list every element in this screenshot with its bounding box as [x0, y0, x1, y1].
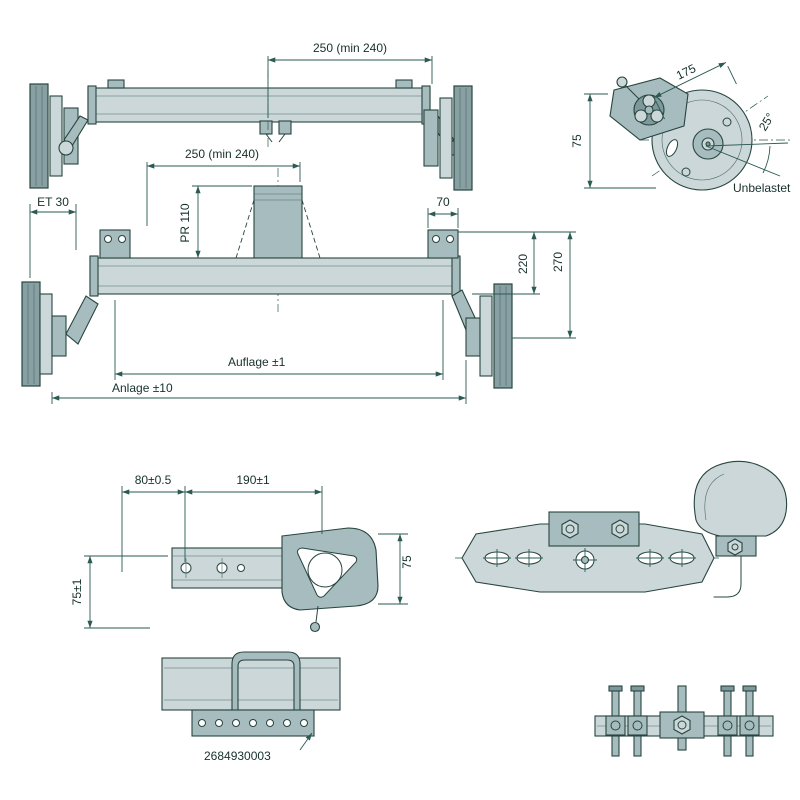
view-axle-top: 250 (min 240)	[29, 41, 473, 191]
dim-anlage: Anlage ±10	[112, 381, 173, 395]
dim-75-hub: 75	[570, 134, 584, 148]
wheel-left-front	[21, 281, 67, 387]
dimension-75-hub: 75	[570, 93, 656, 189]
hub-silhouette	[693, 460, 788, 537]
dim-270: 270	[551, 252, 565, 272]
dim-80: 80±0.5	[135, 473, 172, 487]
leader-line	[299, 732, 313, 751]
dim-220: 220	[516, 254, 530, 274]
cable-clip-left	[107, 79, 125, 89]
dim-75-drop: 75±1	[70, 578, 84, 605]
mounting-plate-right	[427, 229, 459, 259]
center-clip	[259, 120, 292, 143]
view-arm-detail: 80±0.5 190±1 75 75±1	[70, 473, 414, 633]
axle-tube-front	[89, 255, 461, 297]
view-hub-side	[693, 460, 788, 598]
dim-175: 175	[674, 61, 698, 83]
axle-tube	[87, 85, 431, 125]
dim-auflage: Auflage ±1	[228, 355, 286, 369]
dimension-75-arm: 75	[378, 533, 414, 605]
arm-holes	[180, 558, 245, 578]
dimension-250-top: 250 (min 240)	[267, 41, 433, 118]
wheel-right	[423, 85, 473, 191]
view-plate-top	[455, 511, 720, 593]
trailing-arm-left	[63, 115, 89, 147]
dimension-250-mid: 250 (min 240)	[146, 147, 301, 226]
view-ubolt-assembly	[594, 685, 774, 757]
dim-75-arm: 75	[400, 555, 414, 569]
brake-hook	[713, 555, 742, 598]
tube-section	[161, 657, 341, 711]
dimension-et30: ET 30	[29, 195, 77, 278]
dimension-auflage: Auflage ±1	[114, 300, 444, 380]
part-number: 2684930003	[204, 749, 271, 763]
pedestal-tube	[253, 185, 303, 259]
adjuster-slot	[665, 139, 679, 157]
triangular-opening	[297, 547, 358, 598]
plate-slots	[483, 549, 696, 567]
dim-et30: ET 30	[37, 195, 69, 209]
view-axle-front: 250 (min 240) PR 110 ET 30 70	[21, 147, 576, 404]
view-clamp-section: 2684930003	[161, 651, 341, 763]
dim-250-top: 250 (min 240)	[313, 41, 387, 55]
wheel-left	[29, 83, 79, 189]
view-hub-detail: 175 75 25° Unbelastet	[570, 61, 792, 195]
dim-70: 70	[436, 195, 450, 209]
clamp-nuts	[605, 715, 760, 736]
dim-25deg: 25°	[756, 110, 778, 133]
wheel-right-front	[465, 283, 513, 389]
spindle-left	[58, 140, 74, 156]
arm-left-front	[65, 295, 99, 345]
dim-pr110: PR 110	[178, 203, 192, 242]
dimension-pr110: PR 110	[178, 185, 252, 258]
dimension-70: 70	[427, 195, 459, 228]
brake-cam	[633, 94, 665, 126]
clamp-nut-left	[561, 519, 579, 539]
dim-250-mid: 250 (min 240)	[185, 147, 259, 161]
cable-clip-right	[395, 79, 413, 89]
mounting-plate-left	[99, 229, 131, 259]
dimension-220-270: 220 270	[458, 231, 576, 339]
dimension-80-190: 80±0.5 190±1	[121, 473, 323, 572]
grease-nipple	[309, 621, 321, 633]
center-hole	[573, 548, 597, 572]
dim-190: 190±1	[236, 473, 270, 487]
plate-holes	[198, 719, 308, 727]
dimension-75-drop: 75±1	[70, 555, 168, 629]
label-unbelastet: Unbelastet	[733, 181, 791, 195]
dimension-anlage: Anlage ±10	[51, 360, 467, 404]
clamp-nut-right	[611, 519, 629, 539]
